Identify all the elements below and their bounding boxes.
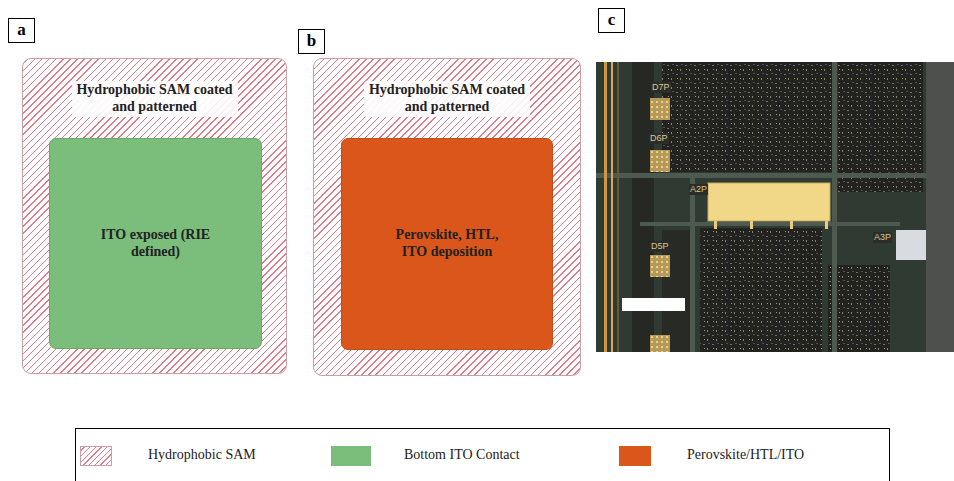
box-label: Perovskite, HTL, ITO deposition (382, 227, 512, 261)
pad-label: D7P (651, 82, 671, 93)
panel-letter: b (298, 29, 325, 54)
pad-label: D6P (649, 133, 669, 144)
legend-label: Bottom ITO Contact (404, 447, 520, 463)
legend-swatch (619, 446, 651, 466)
region-heading: Hydrophobic SAM coated and patterned (72, 81, 238, 117)
sam-region: Hydrophobic SAM coated and patternedPero… (313, 58, 581, 376)
panel-letter: c (598, 8, 625, 33)
sam-region: Hydrophobic SAM coated and patternedITO … (22, 58, 287, 374)
legend-swatch (331, 446, 371, 466)
region-heading: Hydrophobic SAM coated and patterned (364, 81, 530, 117)
perovskite-stack-box: Perovskite, HTL, ITO deposition (341, 138, 553, 350)
legend-label: Hydrophobic SAM (148, 447, 256, 463)
ito-contact-box: ITO exposed (RIE defined) (49, 138, 262, 349)
legend-label: Perovskite/HTL/ITO (687, 447, 804, 463)
panel-letter: a (8, 18, 35, 43)
legend-swatch (80, 446, 112, 466)
pad-label: A3P (873, 232, 892, 243)
pad-label: D5P (650, 241, 670, 252)
box-label: ITO exposed (RIE defined) (98, 227, 213, 261)
pad-label: A2P (689, 184, 708, 195)
